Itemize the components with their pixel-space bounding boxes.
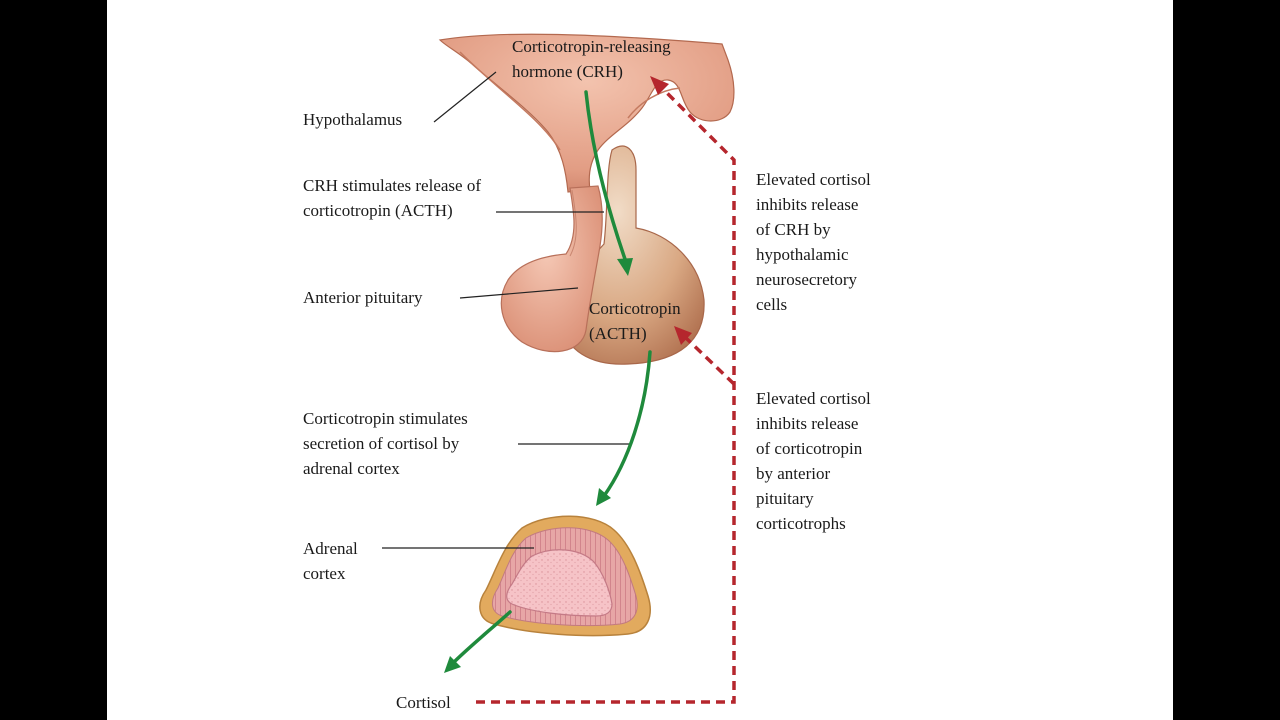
acth-to-adrenal-arrow bbox=[602, 350, 652, 498]
acth-label-line2: (ACTH) bbox=[589, 324, 647, 343]
adrenal-cortex-tissue bbox=[479, 515, 651, 637]
feedback-acth-line: pituitary bbox=[756, 489, 814, 508]
feedback-acth-line: inhibits release bbox=[756, 414, 859, 433]
arrowhead-icon bbox=[444, 656, 461, 673]
cortisol-feedback-path bbox=[476, 86, 736, 704]
feedback-crh-line: Elevated cortisol bbox=[756, 170, 871, 189]
leader-anterior-pituitary bbox=[459, 287, 579, 299]
adrenal-cortex-label-line2: cortex bbox=[303, 564, 346, 583]
crh-stimulates-label-line2: corticotropin (ACTH) bbox=[303, 201, 453, 220]
feedback-acth-line: of corticotropin bbox=[756, 439, 863, 458]
acth-label-line1: Corticotropin bbox=[589, 299, 681, 318]
crh-to-pituitary-arrow bbox=[584, 90, 628, 264]
hypothalamus-label: Hypothalamus bbox=[303, 110, 403, 129]
cortisol-label: Cortisol bbox=[396, 693, 451, 712]
inhibition-arrowheads bbox=[650, 76, 692, 345]
feedback-crh-line: hypothalamic bbox=[756, 245, 849, 264]
acth-stimulates-label-line1: Corticotropin stimulates bbox=[303, 409, 468, 428]
anterior-pituitary-tissue bbox=[500, 185, 603, 353]
feedback-acth-line: Elevated cortisol bbox=[756, 389, 871, 408]
arrowhead-icon bbox=[650, 76, 669, 95]
adrenal-to-cortisol-arrow bbox=[450, 610, 512, 666]
feedback-acth-line: corticotrophs bbox=[756, 514, 846, 533]
stimulation-arrowheads bbox=[444, 258, 633, 673]
feedback-crh-line: of CRH by bbox=[756, 220, 831, 239]
inhibition-feedback-lines bbox=[476, 86, 736, 704]
anterior-pituitary-label: Anterior pituitary bbox=[303, 288, 423, 307]
acth-feedback-branch bbox=[684, 336, 736, 386]
stimulation-arrows bbox=[450, 90, 652, 666]
feedback-crh-line: cells bbox=[756, 295, 788, 314]
feedback-crh-line: inhibits release bbox=[756, 195, 859, 214]
leader-lines bbox=[382, 71, 632, 549]
adrenal-cortex-label-line1: Adrenal bbox=[303, 539, 358, 558]
feedback-acth-line: by anterior bbox=[756, 464, 831, 483]
crh-label-line2: hormone (CRH) bbox=[512, 62, 623, 81]
crh-label-line1: Corticotropin-releasing bbox=[512, 37, 671, 56]
acth-stimulates-label-line2: secretion of cortisol by bbox=[303, 434, 460, 453]
feedback-crh-line: neurosecretory bbox=[756, 270, 858, 289]
leader-hypothalamus bbox=[433, 71, 497, 123]
arrowhead-icon bbox=[674, 326, 692, 345]
posterior-pituitary bbox=[559, 145, 705, 365]
arrowhead-icon bbox=[596, 488, 611, 506]
crh-stimulates-label-line1: CRH stimulates release of bbox=[303, 176, 481, 195]
arrowhead-icon bbox=[617, 258, 633, 276]
acth-stimulates-label-line3: adrenal cortex bbox=[303, 459, 400, 478]
